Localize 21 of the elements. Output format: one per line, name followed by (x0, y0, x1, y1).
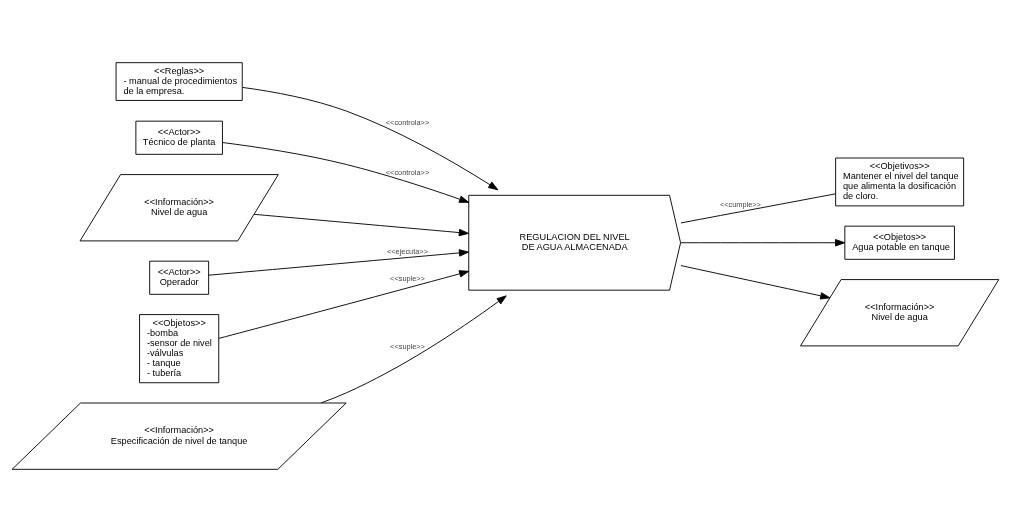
edge-label: <<controla>> (385, 117, 430, 127)
edge-label: <<suple>> (390, 341, 425, 351)
node-box: <<Objetivos>> Mantener el nivel del tanque que alimenta la dosificación de cloro. (835, 157, 965, 206)
arrow (680, 238, 846, 246)
arrow (218, 269, 470, 339)
node-box: <<Objetos>> Agua potable en tanque (844, 225, 955, 260)
edge-label: <<ejecuta>> (387, 246, 428, 256)
connector (680, 192, 836, 223)
edge-label: <<controla>> (385, 167, 430, 177)
arrow (253, 213, 469, 236)
node-box: <<Reglas>> - manual de procedimientos de la empresa. (115, 61, 243, 101)
node-box: <<Actor>> Técnico de planta (135, 120, 223, 155)
edge-label: <<cumple>> (720, 199, 761, 209)
edge-label: <<suple>> (390, 273, 425, 283)
arrow (320, 294, 507, 403)
arrow (242, 86, 499, 190)
node-box: <<Actor>> Operador (149, 260, 210, 295)
arrow (680, 264, 831, 299)
arrow (222, 141, 470, 203)
node-box: <<Objetos>> -bomba -sensor de nivel -válvulas - tanque - tubería (139, 313, 220, 383)
arrow (208, 248, 470, 276)
